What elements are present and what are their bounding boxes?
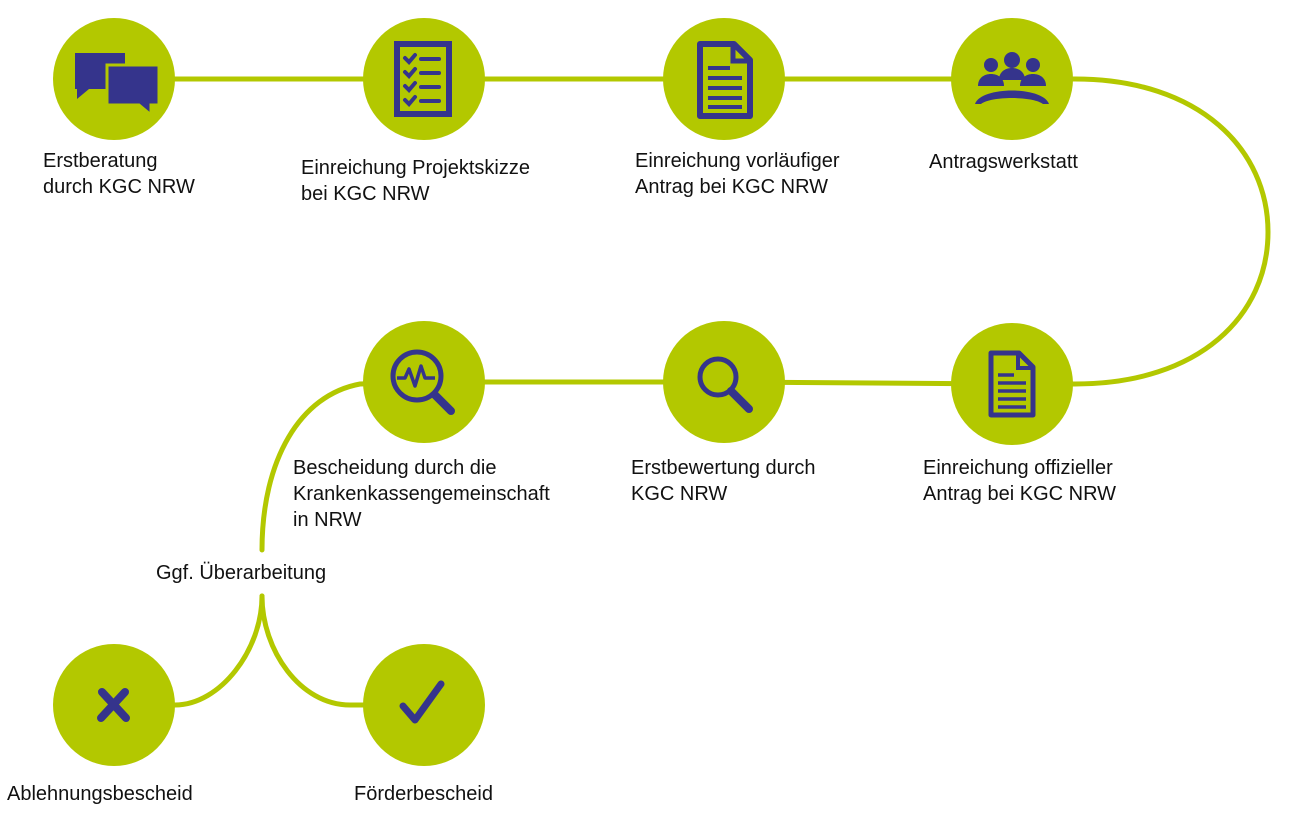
step-antragswerkstatt-label: Antragswerkstatt — [929, 151, 1078, 173]
step-offizieller-antrag-circle — [951, 323, 1073, 445]
step-ablehnung-label: Ablehnungsbescheid — [7, 783, 193, 805]
check-icon — [399, 680, 445, 724]
branch-label: Ggf. Überarbeitung — [156, 562, 327, 584]
checklist-icon — [394, 41, 452, 117]
step-vorlaeufiger-antrag-circle — [663, 18, 785, 140]
step-bescheidung-circle — [363, 321, 485, 443]
cross-icon — [97, 688, 130, 722]
group-meeting-icon — [975, 52, 1049, 104]
magnifier-pulse-icon — [390, 349, 455, 415]
document-icon — [988, 350, 1036, 418]
magnifier-icon — [697, 356, 753, 413]
step-projektskizze-circle — [363, 18, 485, 140]
step-ablehnung-circle — [53, 644, 175, 766]
step-erstbewertung-circle — [663, 321, 785, 443]
document-icon — [697, 41, 753, 119]
step-foerderung-circle — [363, 644, 485, 766]
step-erstberatung-circle — [53, 18, 175, 140]
step-antragswerkstatt-circle — [951, 18, 1073, 140]
step-foerderung-label: Förderbescheid — [354, 783, 493, 805]
chat-bubbles-icon — [75, 53, 161, 119]
